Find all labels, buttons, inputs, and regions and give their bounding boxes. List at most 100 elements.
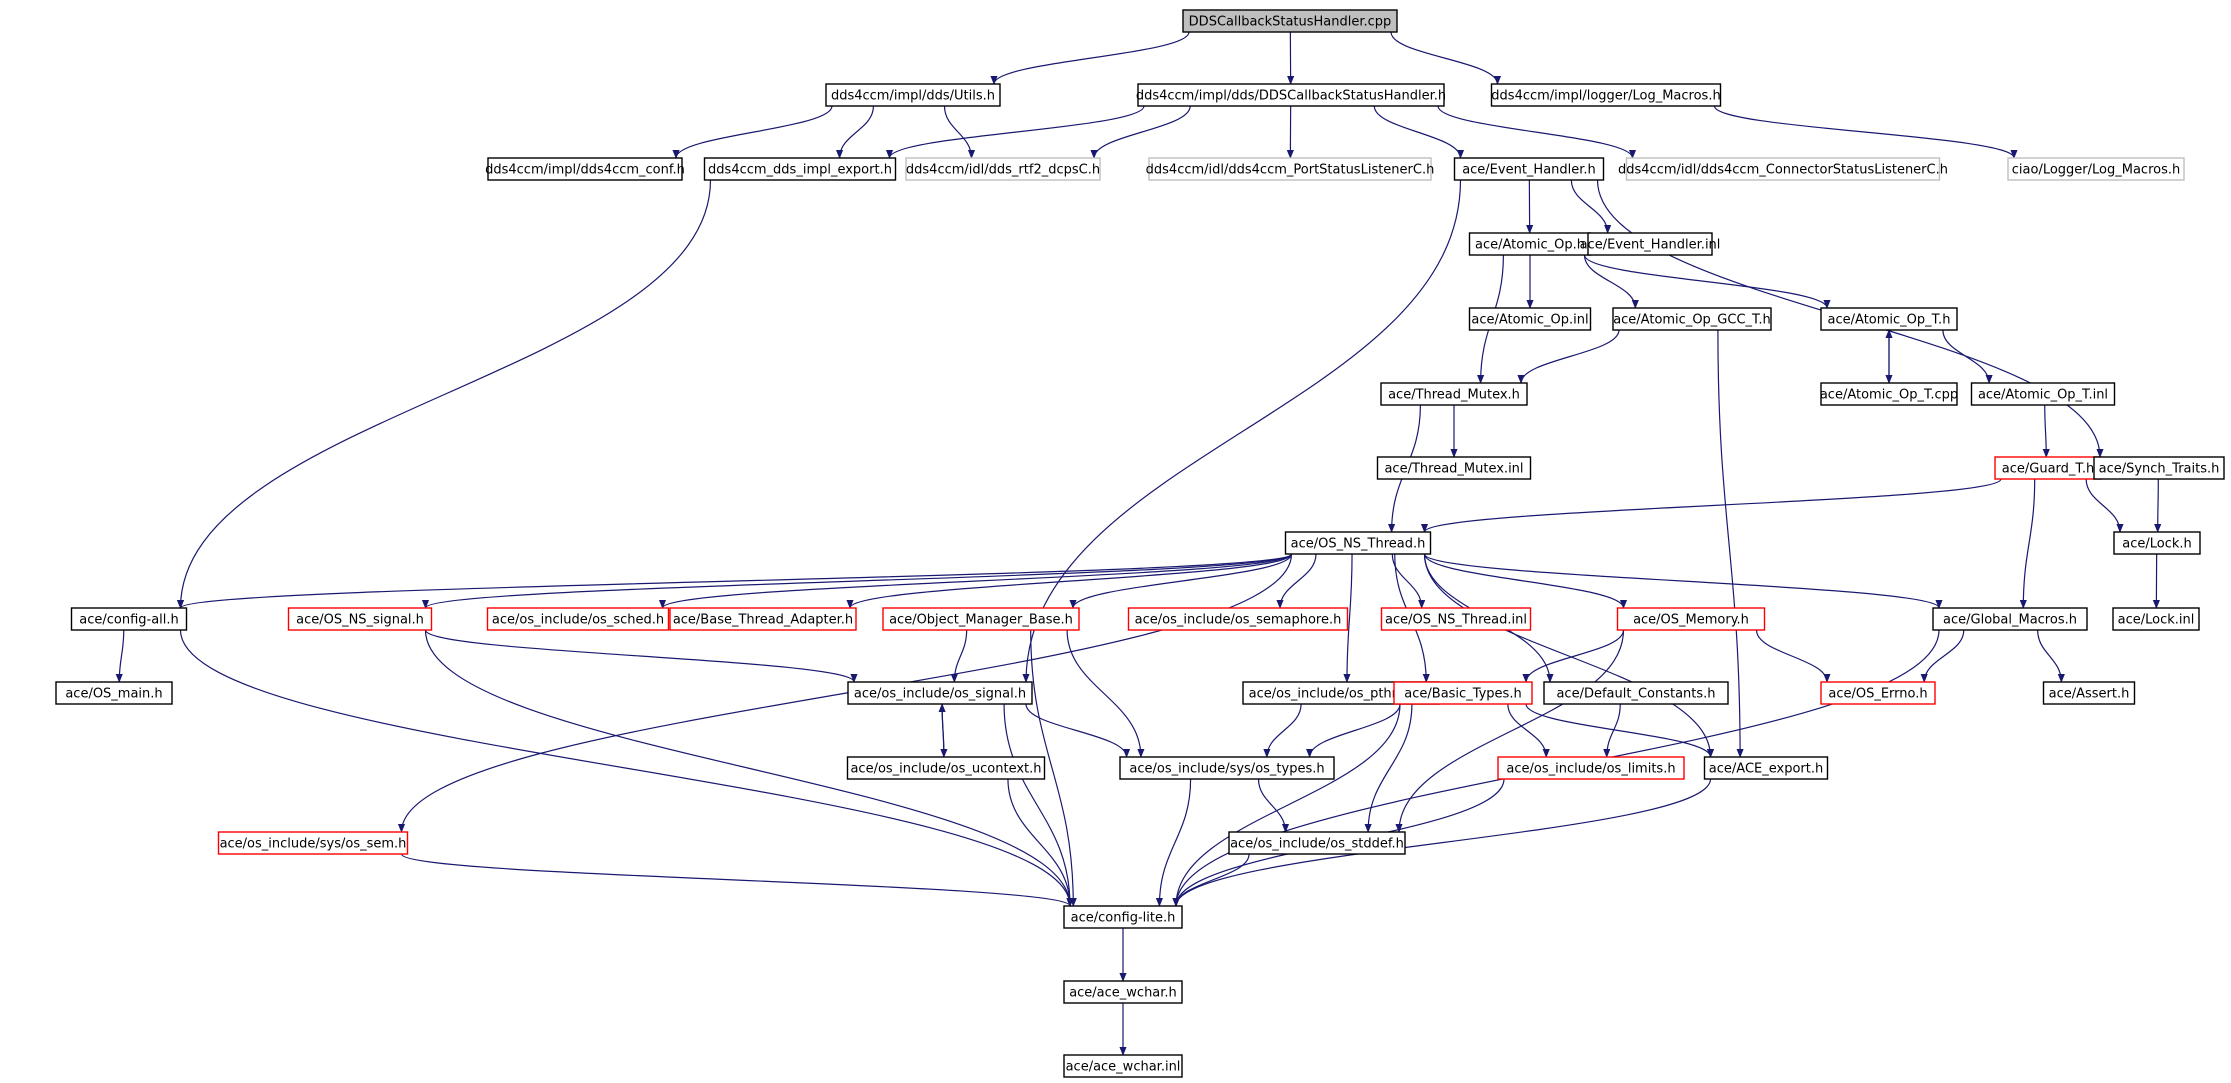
edge-omb-to-configlite	[1030, 629, 1077, 907]
graph-node-connstatus[interactable]: dds4ccm/idl/dds4ccm_ConnectorStatusListe…	[1618, 157, 1948, 181]
graph-node-oslimits[interactable]: ace/os_include/os_limits.h	[1497, 756, 1685, 780]
node-box	[1380, 382, 1528, 406]
edge-atomicgcc-to-threadmutex	[1517, 329, 1620, 384]
graph-node-ospthread[interactable]: ace/os_include/os_pthread.h	[1242, 681, 1440, 705]
graph-node-oserrno[interactable]: ace/OS_Errno.h	[1820, 681, 1936, 705]
graph-node-ehinl[interactable]: ace/Event_Handler.inl	[1580, 232, 1721, 256]
graph-node-omb[interactable]: ace/Object_Manager_Base.h	[882, 607, 1080, 631]
graph-node-osnsthreadinl[interactable]: ace/OS_NS_Thread.inl	[1380, 607, 1532, 631]
edge-osucontext-to-ossignal	[938, 703, 946, 758]
graph-node-defconst[interactable]: ace/Default_Constants.h	[1543, 681, 1729, 705]
node-box	[2112, 607, 2200, 631]
node-label: ace/Event_Handler.inl	[1580, 238, 1721, 253]
graph-node-wcharinl[interactable]: ace/ace_wchar.inl	[1063, 1054, 1183, 1078]
node-label: ace/os_include/os_pthread.h	[1249, 687, 1434, 702]
graph-node-implexport[interactable]: dds4ccm_dds_impl_export.h	[703, 157, 897, 181]
node-label: ace/ACE_export.h	[1709, 762, 1823, 777]
graph-node-atomictinl[interactable]: ace/Atomic_Op_T.inl	[1970, 382, 2116, 406]
edge-defconst-to-oslimits	[1603, 703, 1621, 758]
edge-osnsthread-to-globalmacros	[1423, 553, 1943, 609]
edge-systypes-to-osstddef	[1257, 778, 1290, 833]
graph-node-atomicgcc[interactable]: ace/Atomic_Op_GCC_T.h	[1612, 307, 1772, 331]
node-label: ace/Thread_Mutex.inl	[1384, 462, 1523, 477]
graph-node-atomictcpp[interactable]: ace/Atomic_Op_T.cpp	[1820, 382, 1958, 406]
graph-node-lock[interactable]: ace/Lock.h	[2113, 531, 2201, 555]
graph-node-cbsh[interactable]: dds4ccm/impl/dds/DDSCallbackStatusHandle…	[1136, 83, 1446, 107]
graph-node-configall[interactable]: ace/config-all.h	[70, 607, 188, 631]
graph-node-aceexport[interactable]: ace/ACE_export.h	[1703, 756, 1829, 780]
node-label: ace/os_include/os_ucontext.h	[850, 762, 1041, 777]
graph-node-tminl[interactable]: ace/Thread_Mutex.inl	[1376, 456, 1532, 480]
edge-osnsthread-to-ossched	[659, 553, 1293, 609]
graph-node-osmemory[interactable]: ace/OS_Memory.h	[1616, 607, 1766, 631]
graph-node-globalmacros[interactable]: ace/Global_Macros.h	[1932, 607, 2088, 631]
graph-node-synch[interactable]: ace/Synch_Traits.h	[2093, 456, 2225, 480]
graph-node-conf[interactable]: dds4ccm/impl/dds4ccm_conf.h	[485, 157, 685, 181]
graph-node-assert[interactable]: ace/Assert.h	[2042, 681, 2136, 705]
graph-node-ossched[interactable]: ace/os_include/os_sched.h	[486, 607, 670, 631]
node-box	[1063, 980, 1183, 1004]
node-label: ace/Atomic_Op.inl	[1471, 313, 1588, 328]
node-label: ace/Basic_Types.h	[1404, 687, 1521, 702]
graph-node-atomicopinl[interactable]: ace/Atomic_Op.inl	[1468, 307, 1592, 331]
edge-guard-to-lock	[2085, 478, 2124, 533]
node-label: ace/os_include/os_semaphore.h	[1135, 613, 1342, 628]
edge-atomictinl-to-guard	[2042, 404, 2050, 458]
graph-node-configlite[interactable]: ace/config-lite.h	[1063, 905, 1183, 929]
graph-node-basictypes[interactable]: ace/Basic_Types.h	[1393, 681, 1533, 705]
edge-atomicop-to-atomicgcc	[1583, 254, 1639, 309]
graph-node-syssem[interactable]: ace/os_include/sys/os_sem.h	[217, 831, 409, 855]
node-label: dds4ccm/idl/dds_rtf2_dcpsC.h	[906, 163, 1100, 178]
edge-configall-to-configlite	[179, 629, 1074, 907]
node-label: ace/Atomic_Op_T.inl	[1978, 388, 2108, 403]
graph-node-osmain[interactable]: ace/OS_main.h	[55, 681, 173, 705]
graph-node-osnsthread[interactable]: ace/OS_NS_Thread.h	[1284, 531, 1432, 555]
node-label: ace/os_include/os_stddef.h	[1230, 837, 1404, 852]
graph-node-guard[interactable]: ace/Guard_T.h	[1994, 456, 2102, 480]
edge-cbsh-to-implexport	[885, 105, 1145, 159]
node-box	[846, 756, 1046, 780]
node-label: ace/OS_Memory.h	[1633, 613, 1749, 628]
graph-node-bta[interactable]: ace/Base_Thread_Adapter.h	[669, 607, 857, 631]
edge-ossignal-to-configlite	[1003, 703, 1074, 907]
graph-node-ciaolog[interactable]: ciao/Logger/Log_Macros.h	[2007, 157, 2185, 181]
node-label: ace/Default_Constants.h	[1556, 687, 1715, 702]
edge-cbsh-to-rtf2	[1090, 105, 1191, 159]
edge-osnsthread-to-osnssignal	[422, 553, 1293, 609]
node-box	[1820, 382, 1958, 406]
graph-node-systypes[interactable]: ace/os_include/sys/os_types.h	[1119, 756, 1335, 780]
graph-node-root[interactable]: DDSCallbackStatusHandler.cpp	[1182, 9, 1398, 33]
node-label: ace/Assert.h	[2049, 687, 2130, 702]
edge-aceexport-to-configlite	[1172, 778, 1712, 907]
node-label: ace/OS_NS_Thread.h	[1291, 537, 1426, 552]
edge-osnsthread-to-bta	[846, 553, 1293, 609]
node-label: ace/os_include/sys/os_sem.h	[220, 837, 407, 852]
node-label: ace/Lock.h	[2122, 537, 2192, 552]
graph-node-atomict[interactable]: ace/Atomic_Op_T.h	[1820, 307, 1958, 331]
graph-node-ossignal[interactable]: ace/os_include/os_signal.h	[847, 681, 1033, 705]
node-label: ace/Guard_T.h	[2002, 462, 2094, 477]
graph-node-portstatus[interactable]: dds4ccm/idl/dds4ccm_PortStatusListenerC.…	[1146, 157, 1435, 181]
graph-node-rtf2[interactable]: dds4ccm/idl/dds_rtf2_dcpsC.h	[905, 157, 1101, 181]
node-box	[1380, 607, 1532, 631]
graph-node-threadmutex[interactable]: ace/Thread_Mutex.h	[1380, 382, 1528, 406]
graph-node-osnssignal[interactable]: ace/OS_NS_signal.h	[287, 607, 433, 631]
node-label: DDSCallbackStatusHandler.cpp	[1189, 15, 1392, 30]
graph-node-utils[interactable]: dds4ccm/impl/dds/Utils.h	[825, 83, 1001, 107]
edge-osnsthread-to-osnsthreadinl	[1391, 553, 1426, 609]
node-label: ace/Event_Handler.h	[1462, 163, 1596, 178]
edge-syssem-to-configlite	[400, 853, 1074, 907]
graph-node-osstddef[interactable]: ace/os_include/os_stddef.h	[1228, 831, 1406, 855]
graph-node-logmacros[interactable]: dds4ccm/impl/logger/Log_Macros.h	[1490, 83, 1722, 107]
node-box	[55, 681, 173, 705]
graph-node-lockinl[interactable]: ace/Lock.inl	[2112, 607, 2200, 631]
node-label: dds4ccm/impl/dds/DDSCallbackStatusHandle…	[1136, 89, 1446, 104]
edge-omb-to-ossignal	[950, 629, 968, 683]
graph-node-eventhandler[interactable]: ace/Event_Handler.h	[1453, 157, 1605, 181]
graph-node-ossem[interactable]: ace/os_include/os_semaphore.h	[1127, 607, 1349, 631]
graph-node-atomicop[interactable]: ace/Atomic_Op.h	[1468, 232, 1592, 256]
graph-node-wchar[interactable]: ace/ace_wchar.h	[1063, 980, 1183, 1004]
node-label: ace/Object_Manager_Base.h	[889, 613, 1073, 628]
graph-node-osucontext[interactable]: ace/os_include/os_ucontext.h	[846, 756, 1046, 780]
